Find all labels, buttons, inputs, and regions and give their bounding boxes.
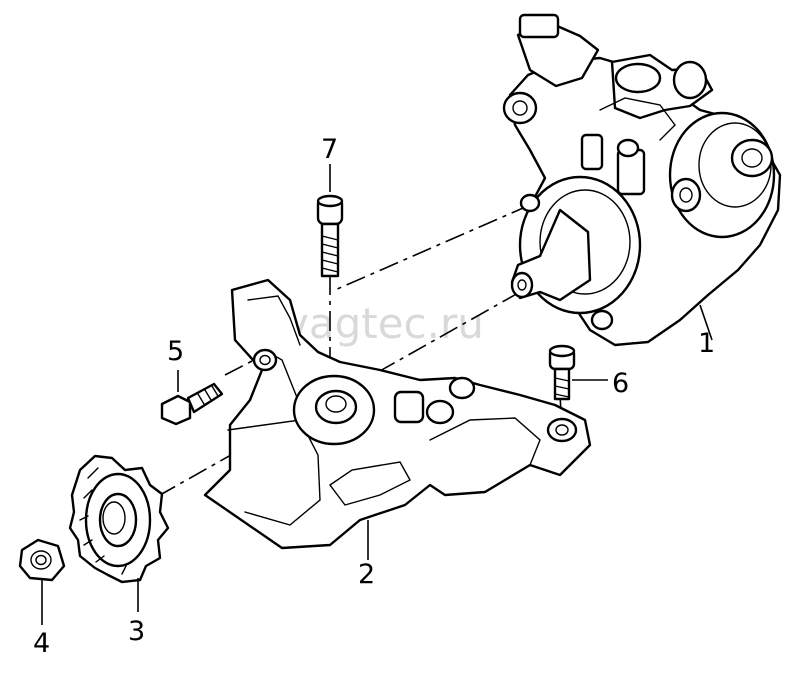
bolt-part-7 xyxy=(316,194,344,278)
sprocket-part-3 xyxy=(68,454,170,584)
watermark: vagtec.ru xyxy=(284,299,484,348)
leader-lines xyxy=(41,164,713,625)
callout-2: 2 xyxy=(358,559,375,590)
pump-bracket-part-2 xyxy=(203,278,592,550)
nut-part-4 xyxy=(18,538,66,582)
bolt-part-6 xyxy=(548,344,576,401)
callout-5: 5 xyxy=(167,336,184,367)
callout-4: 4 xyxy=(33,628,50,659)
callout-6: 6 xyxy=(612,368,629,399)
callout-3: 3 xyxy=(128,616,145,647)
bolt-part-5 xyxy=(160,382,224,426)
callout-7: 7 xyxy=(321,134,338,165)
callout-1: 1 xyxy=(698,328,715,359)
high-pressure-pump-part-1 xyxy=(502,13,782,347)
